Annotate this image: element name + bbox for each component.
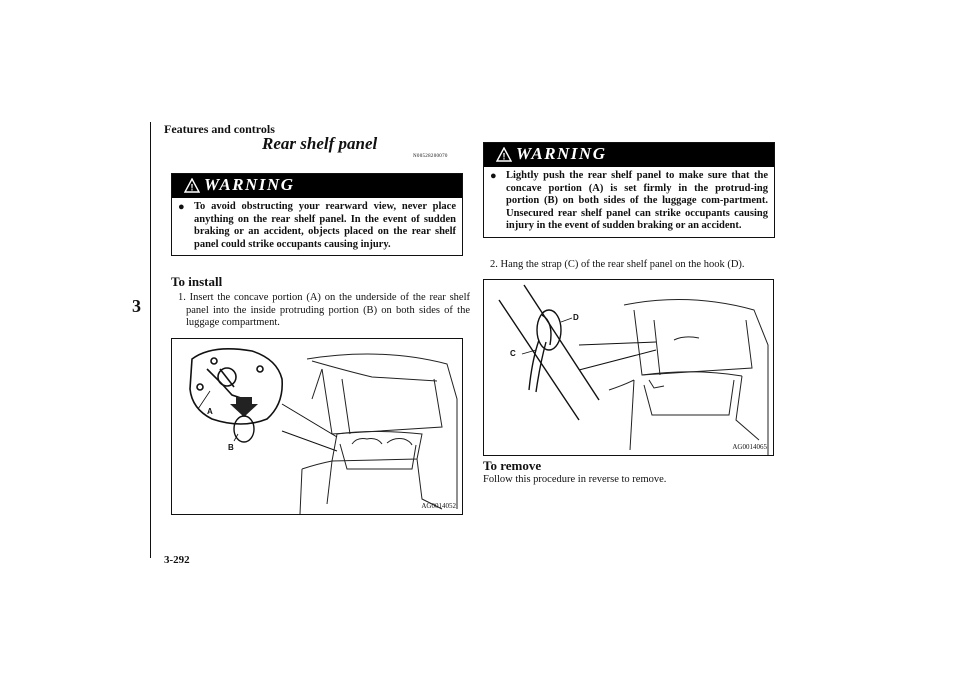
figure-id: AG0014065	[732, 443, 767, 451]
figure-install: A B AG0014052	[171, 338, 463, 515]
strap-hook-illustration	[498, 284, 769, 455]
warning-box-2: ! WARNING ● Lightly push the rear shelf …	[483, 142, 775, 238]
chapter-number: 3	[132, 296, 141, 316]
install-step-1: 1. Insert the concave portion (A) on the…	[178, 292, 470, 328]
warning-body: ● To avoid obstructing your rearward vie…	[172, 198, 462, 255]
warning-text: To avoid obstructing your rearward view,…	[194, 201, 456, 250]
page-number: 3-292	[164, 554, 190, 566]
running-header: Features and controls	[164, 122, 275, 136]
svg-text:!: !	[503, 152, 506, 162]
warning-title: WARNING	[204, 175, 295, 194]
bullet-icon: ●	[490, 170, 497, 182]
remove-text: Follow this procedure in reverse to remo…	[483, 474, 667, 485]
remove-heading: To remove	[483, 458, 542, 473]
bullet-icon: ●	[178, 201, 185, 213]
chapter-divider	[150, 122, 151, 558]
figure-strap: D C AG0014065	[483, 279, 774, 456]
label-a: A	[207, 407, 213, 416]
step-2: 2. Hang the strap (C) of the rear shelf …	[490, 259, 745, 270]
warning-body: ● Lightly push the rear shelf panel to m…	[484, 167, 774, 237]
warning-header: ! WARNING	[172, 174, 462, 198]
install-heading: To install	[171, 274, 223, 289]
warning-title: WARNING	[516, 144, 607, 163]
warning-box-1: ! WARNING ● To avoid obstructing your re…	[171, 173, 463, 256]
label-d: D	[573, 313, 579, 322]
label-c: C	[510, 349, 516, 358]
warning-header: ! WARNING	[484, 143, 774, 167]
svg-text:!: !	[191, 183, 194, 193]
warning-text: Lightly push the rear shelf panel to mak…	[506, 170, 768, 231]
label-b: B	[228, 443, 234, 452]
section-code: N00528200070	[413, 154, 448, 159]
section-title: Rear shelf panel	[262, 134, 378, 153]
car-trunk-illustration	[189, 348, 458, 514]
warning-triangle-icon: !	[496, 147, 512, 162]
figure-id: AG0014052	[421, 502, 456, 510]
warning-triangle-icon: !	[184, 178, 200, 193]
